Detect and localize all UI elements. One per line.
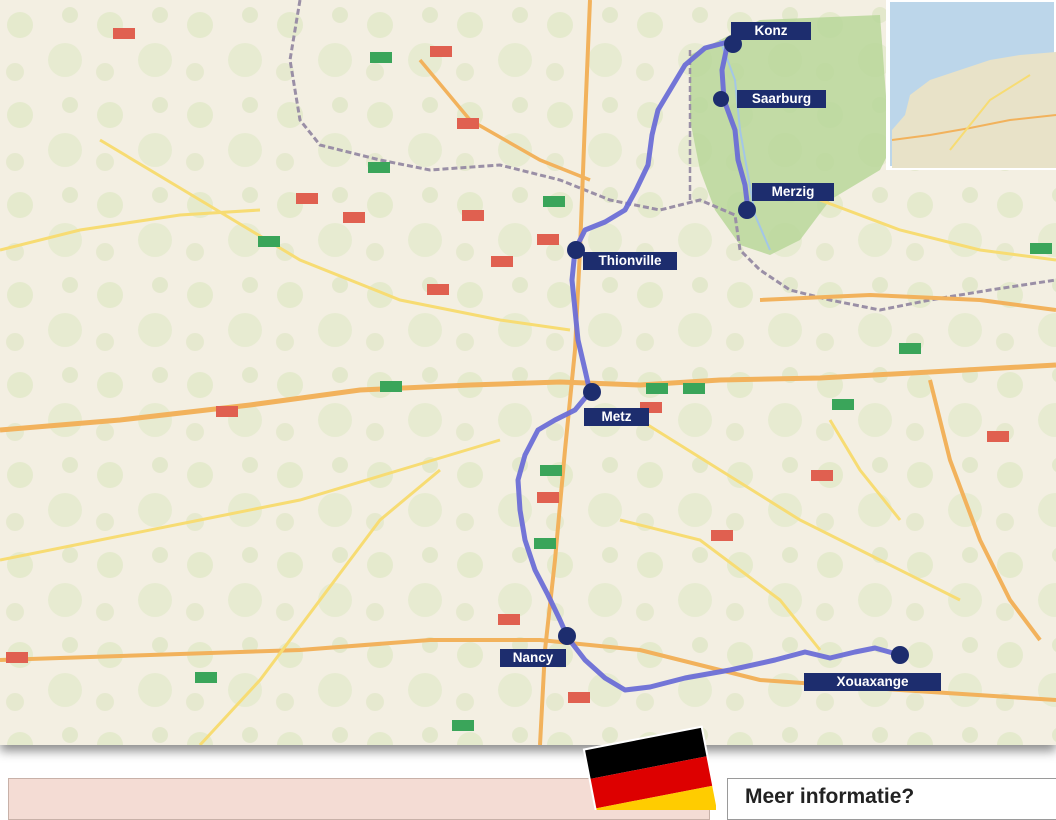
flag-stripe-gold (595, 785, 716, 810)
place-label-metz: Metz (584, 408, 649, 426)
motorway (928, 379, 1042, 642)
flag-stripe-red (589, 756, 714, 809)
motorway (418, 58, 591, 182)
inset-map (886, 0, 1056, 170)
marker-nancy[interactable] (558, 627, 576, 645)
road (99, 138, 571, 332)
more-info-title: Meer informatie? (745, 785, 915, 808)
nature-park-area (690, 15, 890, 255)
route-map: Konz Saarburg Merzig Thionville Metz Nan… (0, 0, 1056, 745)
border-line (288, 0, 1056, 312)
road (639, 418, 961, 602)
marker-merzig[interactable] (738, 201, 756, 219)
motorway (538, 0, 592, 745)
route-line (515, 39, 903, 693)
map-canvas (0, 0, 1056, 745)
river (719, 39, 771, 251)
more-info-panel: Meer informatie? (727, 778, 1056, 820)
road (198, 468, 441, 745)
place-label-thionville: Thionville (583, 252, 677, 270)
marker-xouaxange[interactable] (891, 646, 909, 664)
road (819, 198, 1056, 262)
place-label-saarburg: Saarburg (737, 90, 826, 108)
place-label-xouaxange: Xouaxange (804, 673, 941, 691)
place-label-merzig: Merzig (752, 183, 834, 201)
road (0, 208, 261, 252)
flag-stripe-black (583, 726, 708, 780)
road (828, 419, 902, 521)
route-line (719, 39, 751, 213)
road (0, 438, 501, 562)
place-label-nancy: Nancy (500, 649, 566, 667)
road-shields-green (195, 52, 1052, 731)
marker-metz[interactable] (583, 383, 601, 401)
motorway (0, 362, 1056, 433)
motorway (759, 292, 1056, 312)
german-flag (582, 725, 716, 810)
marker-saarburg[interactable] (713, 91, 729, 107)
marker-thionville[interactable] (567, 241, 585, 259)
road (619, 518, 822, 651)
road-shields (6, 28, 1009, 703)
place-label-konz: Konz (731, 22, 811, 40)
